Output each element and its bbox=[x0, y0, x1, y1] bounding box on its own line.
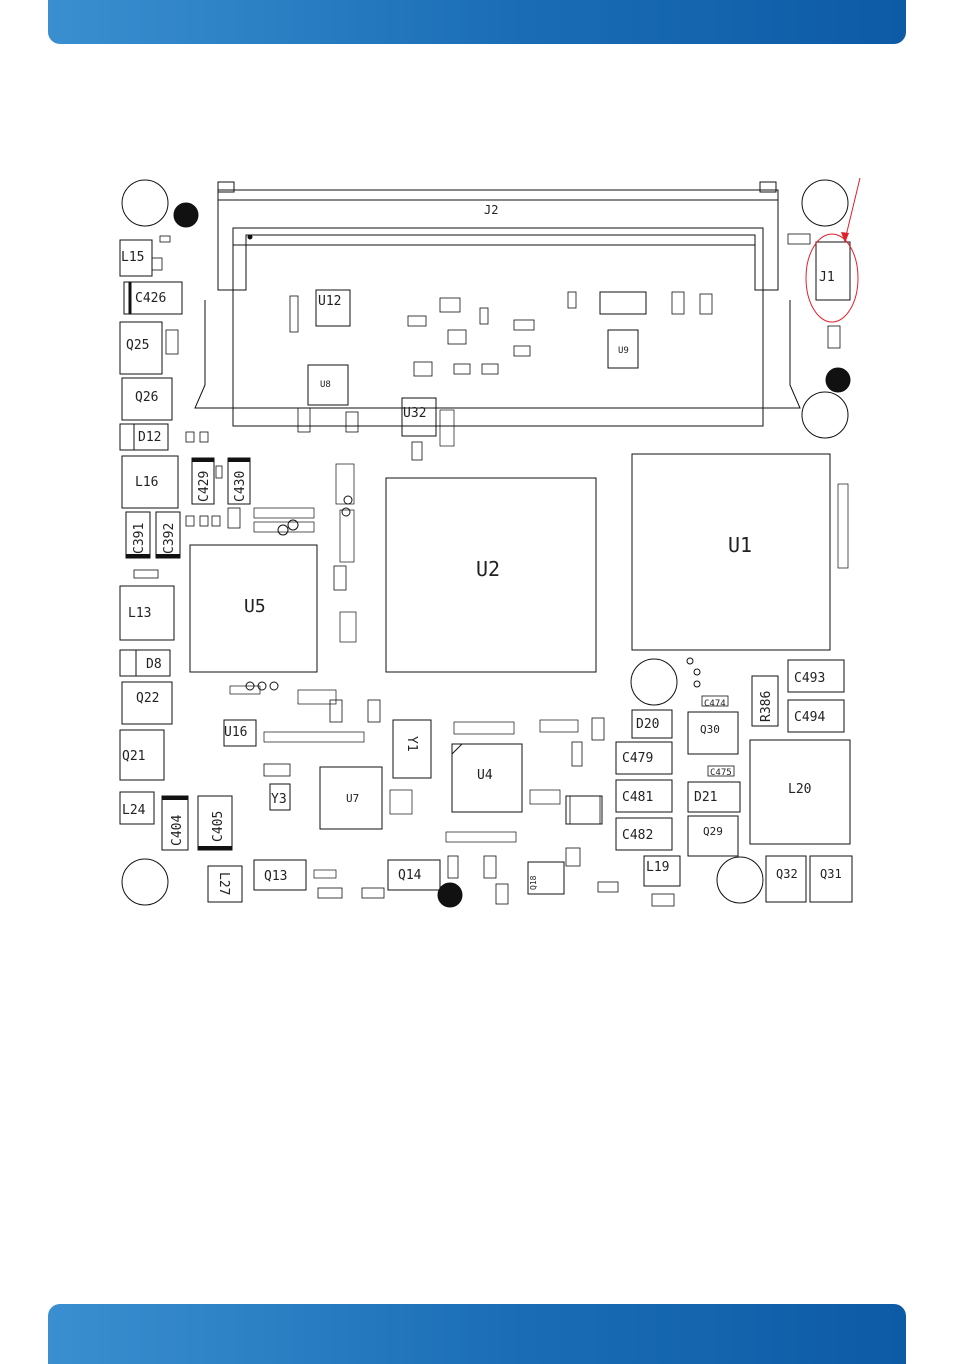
label-c482: C482 bbox=[622, 828, 653, 843]
mounting-hole bbox=[122, 859, 168, 905]
label-y3: Y3 bbox=[271, 792, 287, 807]
label-q25: Q25 bbox=[126, 338, 149, 353]
label-q26: Q26 bbox=[135, 390, 158, 405]
label-q32: Q32 bbox=[776, 867, 798, 881]
label-j1: J1 bbox=[819, 270, 835, 285]
mounting-hole bbox=[802, 392, 848, 438]
mounting-hole bbox=[802, 180, 848, 226]
mounting-hole bbox=[631, 659, 677, 705]
label-q14: Q14 bbox=[398, 868, 422, 883]
label-c430: C430 bbox=[233, 471, 248, 502]
label-q22: Q22 bbox=[136, 691, 159, 706]
label-d20: D20 bbox=[636, 717, 659, 732]
label-l13: L13 bbox=[128, 606, 151, 621]
label-y1: Y1 bbox=[404, 736, 419, 752]
label-d12: D12 bbox=[138, 430, 161, 445]
label-u8: U8 bbox=[320, 380, 331, 390]
label-l20: L20 bbox=[788, 782, 811, 797]
label-u2: U2 bbox=[476, 557, 500, 581]
label-q31: Q31 bbox=[820, 867, 842, 881]
label-u16: U16 bbox=[224, 725, 247, 740]
label-l16: L16 bbox=[135, 475, 158, 490]
label-c493: C493 bbox=[794, 671, 825, 686]
label-d8: D8 bbox=[146, 657, 162, 672]
label-l19: L19 bbox=[646, 860, 669, 875]
label-c405: C405 bbox=[211, 811, 226, 842]
label-q18: Q18 bbox=[529, 875, 538, 890]
label-c479: C479 bbox=[622, 751, 653, 766]
label-u5: U5 bbox=[244, 596, 266, 617]
label-q13: Q13 bbox=[264, 869, 287, 884]
label-c426: C426 bbox=[135, 291, 166, 306]
label-c481: C481 bbox=[622, 790, 653, 805]
label-u32: U32 bbox=[403, 406, 426, 421]
fiducial-dot bbox=[174, 203, 198, 227]
label-c392: C392 bbox=[162, 523, 177, 554]
label-l15: L15 bbox=[121, 250, 144, 265]
label-r386: R386 bbox=[759, 691, 774, 722]
label-q30: Q30 bbox=[700, 723, 720, 736]
label-c429: C429 bbox=[197, 471, 212, 502]
label-q29: Q29 bbox=[703, 825, 723, 838]
label-c474: C474 bbox=[704, 699, 726, 709]
label-d21: D21 bbox=[694, 790, 717, 805]
label-u7: U7 bbox=[346, 792, 359, 805]
label-u1: U1 bbox=[728, 533, 752, 557]
diode-d8 bbox=[120, 650, 170, 676]
fiducial-dot bbox=[438, 883, 462, 907]
label-u9: U9 bbox=[618, 346, 629, 356]
label-u12: U12 bbox=[318, 294, 341, 309]
label-j2: J2 bbox=[484, 203, 498, 217]
mounting-hole bbox=[717, 857, 763, 903]
label-c391: C391 bbox=[132, 523, 147, 554]
mounting-hole bbox=[122, 180, 168, 226]
label-c494: C494 bbox=[794, 710, 825, 725]
label-u4: U4 bbox=[477, 768, 493, 783]
label-l27: L27 bbox=[216, 872, 231, 895]
label-c475: C475 bbox=[710, 768, 732, 778]
label-l24: L24 bbox=[122, 803, 146, 818]
connector-j2 bbox=[195, 182, 800, 426]
label-c404: C404 bbox=[170, 815, 185, 846]
fiducial-dot bbox=[826, 368, 850, 392]
label-q21: Q21 bbox=[122, 749, 145, 764]
